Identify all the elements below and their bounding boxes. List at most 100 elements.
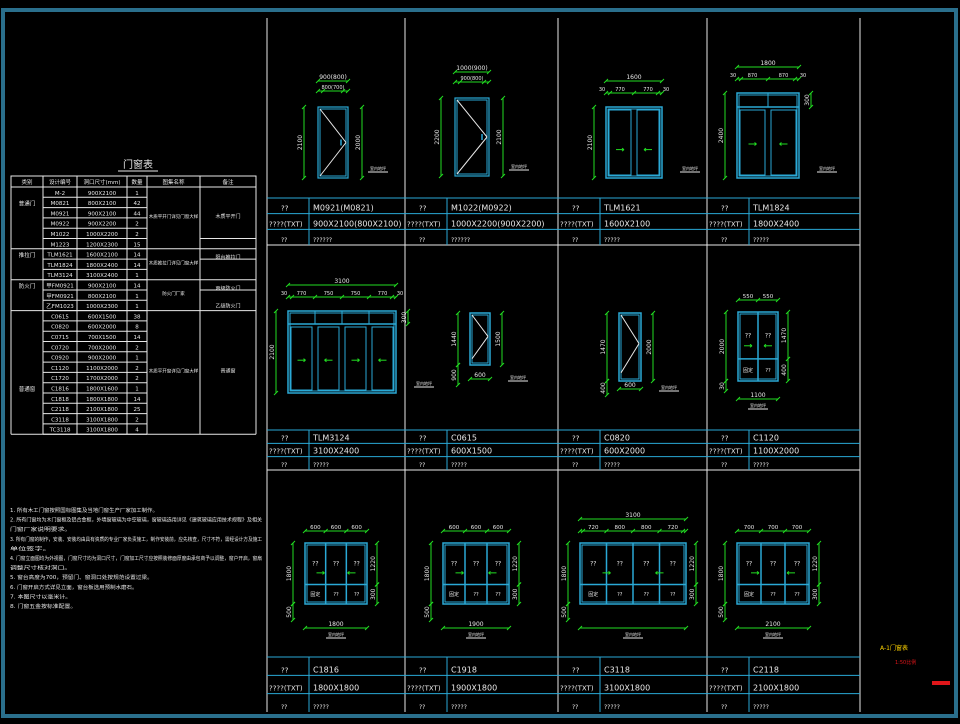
cell-label-c1918: ??C1918????(TXT)1900X1800??????? bbox=[405, 656, 558, 712]
schedule-code: M1223 bbox=[51, 242, 70, 248]
pane-mark: 固定 bbox=[449, 591, 459, 598]
schedule-atlas: 防火门厂家 bbox=[162, 290, 185, 297]
dim-tick bbox=[565, 540, 571, 546]
cell-label-tlm1621: ??TLM1621????(TXT)1600X2100??????? bbox=[558, 197, 707, 245]
schedule-size: 900X2100 bbox=[88, 211, 117, 217]
dim-sub: 600 bbox=[493, 525, 504, 531]
schedule-code: C0920 bbox=[51, 356, 69, 362]
schedule-type: 普通门 bbox=[19, 200, 36, 208]
schedule-title: 门窗表 bbox=[123, 158, 153, 171]
dim-tick bbox=[516, 601, 522, 607]
cell-extra-label: ?? bbox=[572, 704, 578, 711]
dim-tick bbox=[438, 95, 444, 101]
schedule-atlas: 木质平开门详见门窗大样 bbox=[149, 213, 199, 220]
slide-panel bbox=[371, 326, 394, 391]
schedule-atlas: 木质平开窗详见门窗大样 bbox=[149, 367, 199, 374]
cell-label-tlm3124: ??TLM3124????(TXT)3100X2400??????? bbox=[267, 429, 405, 470]
schedule-code: C0820 bbox=[51, 325, 69, 331]
dim-tick bbox=[816, 540, 822, 546]
dim-tick bbox=[345, 78, 351, 84]
floor-mark: 室内地坪 bbox=[682, 165, 698, 171]
swing-line bbox=[319, 108, 347, 143]
floor-mark: 室内地坪 bbox=[468, 631, 484, 637]
dim-tick bbox=[315, 88, 321, 94]
schedule-note: 丙级防火门 bbox=[215, 285, 240, 292]
schedule-qty: 1 bbox=[135, 191, 139, 197]
opening-arrow bbox=[378, 359, 381, 363]
pane-mark: 固定 bbox=[743, 367, 753, 374]
label-strips: ??M0921(M0821)????(TXT)900X2100(800X2100… bbox=[267, 197, 860, 712]
dim-label: 900(800) bbox=[319, 74, 347, 81]
note-line: 调整尺寸核对洞口。 bbox=[10, 565, 71, 572]
scale-stamp: 1:50比例 bbox=[895, 659, 916, 666]
dim-label: 1600 bbox=[626, 74, 641, 81]
dim-label: 2100 bbox=[269, 344, 276, 359]
cell-label-c0820: ??C0820????(TXT)600X2000??????? bbox=[558, 429, 707, 470]
swing-line bbox=[456, 136, 488, 175]
cell-code: C1918 bbox=[451, 665, 477, 674]
dim-tick bbox=[808, 90, 814, 96]
cell-label-c0615: ??C0615????(TXT)600X1500??????? bbox=[405, 429, 558, 470]
cell-size-label: ????(TXT) bbox=[560, 685, 594, 693]
dim-tick bbox=[604, 392, 610, 398]
dim-tick bbox=[302, 528, 308, 534]
schedule-code: 甲FM0921 bbox=[46, 283, 73, 290]
general-notes: 1. 所有木工门窗按照国标图集及当地门窗生产厂家加工制作。2. 所有门窗均为木门… bbox=[10, 507, 262, 610]
dim-tick bbox=[657, 528, 662, 534]
cell-size-label: ????(TXT) bbox=[269, 685, 303, 693]
dim-tick bbox=[650, 310, 656, 316]
cell-size: 600X1500 bbox=[451, 447, 492, 456]
dim-sub: 700 bbox=[744, 525, 755, 531]
dim-sub: 700 bbox=[792, 525, 803, 531]
schedule-type: 防火门 bbox=[19, 282, 36, 290]
dim-tick bbox=[765, 76, 771, 82]
dim-tick bbox=[393, 294, 399, 300]
cell-label-c3118: ??C3118????(TXT)3100X1800??????? bbox=[558, 656, 707, 712]
cell-extra-label: ?? bbox=[721, 704, 727, 711]
pane-mark: ?? bbox=[354, 592, 360, 598]
slide-panel bbox=[317, 326, 340, 391]
dim-sub: 770 bbox=[378, 291, 388, 297]
door-frame bbox=[605, 106, 663, 179]
opening-arrow bbox=[357, 359, 360, 363]
schedule-code: C1818 bbox=[51, 397, 69, 403]
door-inner bbox=[607, 108, 661, 177]
opening-arrow bbox=[303, 359, 306, 363]
note-line: 6. 门窗开启方式详见立面，窗台板选用预制水磨石。 bbox=[10, 584, 138, 591]
window-frame bbox=[736, 542, 810, 605]
dim-sub: 600 bbox=[331, 525, 342, 531]
dim-tick bbox=[320, 88, 326, 94]
dim-tick bbox=[577, 625, 583, 631]
dim-tick bbox=[428, 617, 434, 623]
dim-label: 2100 bbox=[496, 129, 503, 144]
dim-label: 300 bbox=[804, 94, 811, 106]
schedule-code: C3118 bbox=[51, 417, 69, 423]
dim-tick bbox=[486, 69, 492, 75]
dim-tick bbox=[693, 601, 699, 607]
door-frame bbox=[454, 97, 490, 177]
cell-extra-value: ????? bbox=[451, 462, 467, 469]
dim-tick bbox=[796, 64, 802, 70]
cell-code: C3118 bbox=[604, 665, 630, 674]
dim-label: 1220 bbox=[512, 556, 519, 571]
floor-mark: 室内地坪 bbox=[416, 380, 432, 386]
dim-label: 1470 bbox=[781, 328, 788, 343]
dim-sub: 30 bbox=[281, 291, 287, 297]
schedule-qty: 1 bbox=[135, 356, 139, 362]
dim-tick bbox=[506, 528, 512, 534]
pane-mark: ?? bbox=[473, 592, 479, 598]
schedule-code: C1816 bbox=[51, 387, 69, 393]
dim-tick bbox=[604, 310, 610, 316]
window-inner bbox=[444, 544, 508, 603]
pane-mark: ?? bbox=[670, 561, 676, 568]
schedule-type: 普通窗 bbox=[19, 385, 36, 393]
schedule-qty: 4 bbox=[135, 428, 139, 434]
pane-mark: ?? bbox=[312, 561, 318, 568]
